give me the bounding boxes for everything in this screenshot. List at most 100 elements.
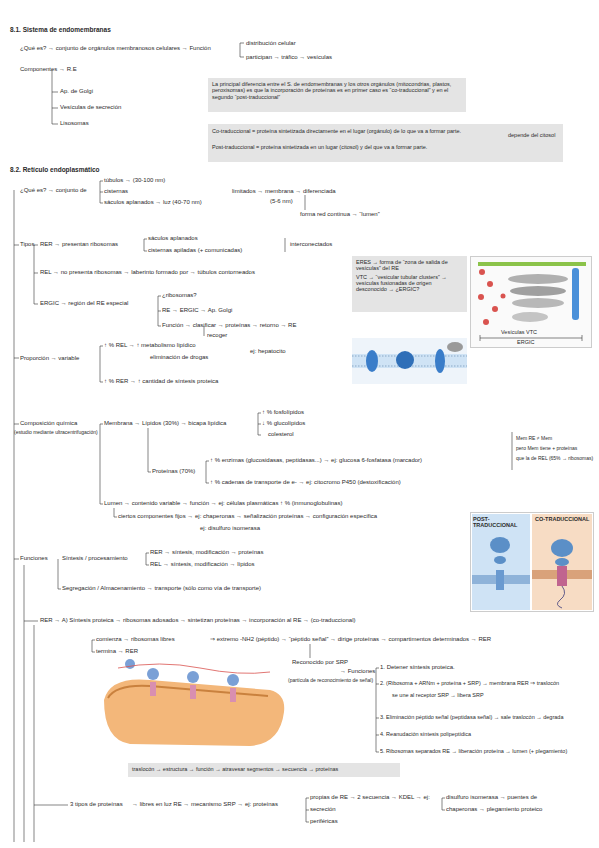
note-text: 2. (Ribosoma + ARNm + proteína + SRP) → … (380, 680, 559, 686)
note-text: forma red continua → “lumen” (300, 211, 380, 218)
note-text: Lisosomas (60, 120, 89, 127)
node-text: Post-traduccional = proteína sintetizada… (212, 144, 497, 150)
note-text: sáculos aplanados → luz (40-70 nm) (104, 199, 202, 206)
note-text: 4. Reanudación síntesis polipeptídica (380, 731, 471, 737)
note-text: participan → tráfico → vesículas (246, 54, 332, 61)
panel-bg (532, 514, 592, 610)
note-text: ↑ % RER → ↑ cantidad de síntesis proteic… (104, 378, 218, 385)
panel-bg (470, 256, 592, 348)
note-text: termina → RER (96, 648, 138, 655)
note-text: ↑ % enzimas (glucosidasas, peptidasas...… (210, 457, 422, 464)
section-heading: 8.1. Sistema de endomembranas (10, 26, 111, 33)
node-text: Vesículas VTC (501, 329, 571, 335)
note-text: Funciones (20, 555, 48, 562)
note-text: RER → A) Síntesis proteica → ribosomas a… (40, 617, 355, 624)
node-text: ERGIC (517, 339, 557, 345)
note-text: RE → ERGIC → Ap. Golgi (162, 307, 232, 314)
panel-bg (472, 514, 530, 610)
translation-illustration (472, 514, 592, 610)
note-text: 3 tipos de proteínas (70, 801, 123, 808)
note-text: Proteínas (70%) (152, 468, 195, 475)
note-text: → Funciones (340, 668, 375, 675)
ribosome (147, 668, 159, 680)
vtc-cluster (512, 312, 548, 322)
note-text: RER → presentan ribosomas (40, 241, 118, 248)
section-heading: 8.2. Retículo endoplasmático (10, 166, 100, 173)
er-membrane (108, 686, 268, 698)
translocon (230, 688, 236, 702)
note-text: eliminación de drogas (150, 354, 208, 361)
note-text: interconectados (290, 241, 332, 248)
node-text: CO-TRADUCCIONAL (535, 516, 593, 522)
note-box: La principal diferencia entre el S. de e… (208, 78, 466, 112)
note-text: Composición química (20, 420, 77, 427)
note-text: Ap. de Golgi (60, 88, 93, 95)
panel-bg (352, 338, 467, 384)
ribosome (227, 674, 239, 686)
mrna-strand (118, 664, 270, 673)
note-text: sáculos aplanados (148, 235, 198, 242)
note-text: ⇒ extremo -NH2 (péptido) → “péptido seña… (210, 636, 491, 643)
note-text: (partícula de reconocimiento de señal) (288, 678, 373, 684)
note-box: ERES → forma de “zona de salida de vesíc… (352, 256, 467, 312)
note-text: que la de REL (65% → ribosomas) (516, 456, 593, 462)
vesicle (478, 294, 484, 300)
note-text: recoger (207, 332, 227, 339)
node-text: traslocón → estructura → función → atrav… (132, 766, 396, 772)
golgi-cisterna (512, 298, 564, 308)
ribosome (494, 556, 506, 564)
nascent-chain (557, 586, 564, 608)
translocon (496, 570, 504, 590)
translocon (557, 566, 567, 586)
note-text: túbulos → (30-100 nm) (104, 177, 165, 184)
tubule (572, 268, 579, 320)
note-text: ¿ribosomas? (162, 292, 197, 299)
node-text: La principal diferencia entre el S. de e… (212, 81, 462, 100)
note-text: REL → síntesis, modificación → lípidos (150, 561, 254, 568)
note-text: ↑ % fosfolípidos (262, 409, 304, 416)
note-text: periféricas (310, 818, 338, 825)
note-text: chaperonas → plegamiento proteico (446, 806, 542, 813)
note-text: limitados → membrana → diferenciada (232, 188, 336, 195)
note-text: Segregación / Almacenamiento → transport… (62, 585, 261, 592)
translocon (190, 685, 196, 699)
er-illustration (104, 659, 284, 746)
note-text: secreción (310, 806, 336, 813)
ribosome (551, 539, 573, 557)
note-text: ERGIC → región del RE especial (40, 300, 128, 307)
note-text: propias de RE → 2 secuencia → KDEL → ej: (310, 794, 430, 801)
node-text: ERES → forma de “zona de salida de vesíc… (356, 259, 463, 272)
illustration-panel: POST-TRADUCCIONALCO-TRADUCCIONAL (470, 512, 594, 612)
note-text: disulfuro isomerasa → puentes de (446, 794, 537, 801)
ribosome (490, 537, 510, 553)
note-text: ↓ % glucolípidos (262, 420, 305, 427)
note-text: ej: disulfuro isomerasa (200, 525, 260, 532)
note-text: Vesículas de secreción (60, 104, 121, 111)
note-text: RER → síntesis, modificación → proteínas (150, 549, 263, 556)
er-lumen (104, 679, 284, 746)
note-text: Función → clasificar → proteínas → retor… (162, 322, 296, 329)
vesicle (487, 281, 493, 287)
note-text: Membrana → Lípidos (30%) → bicapa lipídi… (104, 420, 226, 427)
vesicle (501, 294, 506, 299)
note-box: Co-traduccional = proteína sintetizada d… (208, 124, 563, 162)
note-text: se une al receptor SRP → libera SRP (392, 692, 484, 698)
membrane-band (478, 262, 586, 266)
note-text: Componentes → R.E (20, 66, 77, 73)
note-text: 5. Ribosomas separados RE → liberación p… (380, 748, 567, 754)
note-text: comienza → ribosomas libres (96, 636, 175, 643)
note-text: REL → no presenta ribosomas → laberinto … (40, 269, 255, 276)
ribosome (125, 659, 135, 669)
illustration-panel: Vesículas VTC ERGIC (470, 256, 592, 348)
membrane-protein (396, 351, 414, 369)
note-text: ↑ % cadenas de transporte de e- → ej: ci… (210, 479, 401, 486)
bracket-lines (14, 43, 512, 842)
note-box: traslocón → estructura → función → atrav… (128, 763, 400, 777)
vesicle (492, 306, 498, 312)
ribosome (555, 558, 569, 566)
vesicle (483, 319, 489, 325)
node-text: Co-traduccional = proteína sintetizada d… (212, 128, 497, 134)
note-text: 1. Detener síntesis proteica. (380, 664, 455, 671)
